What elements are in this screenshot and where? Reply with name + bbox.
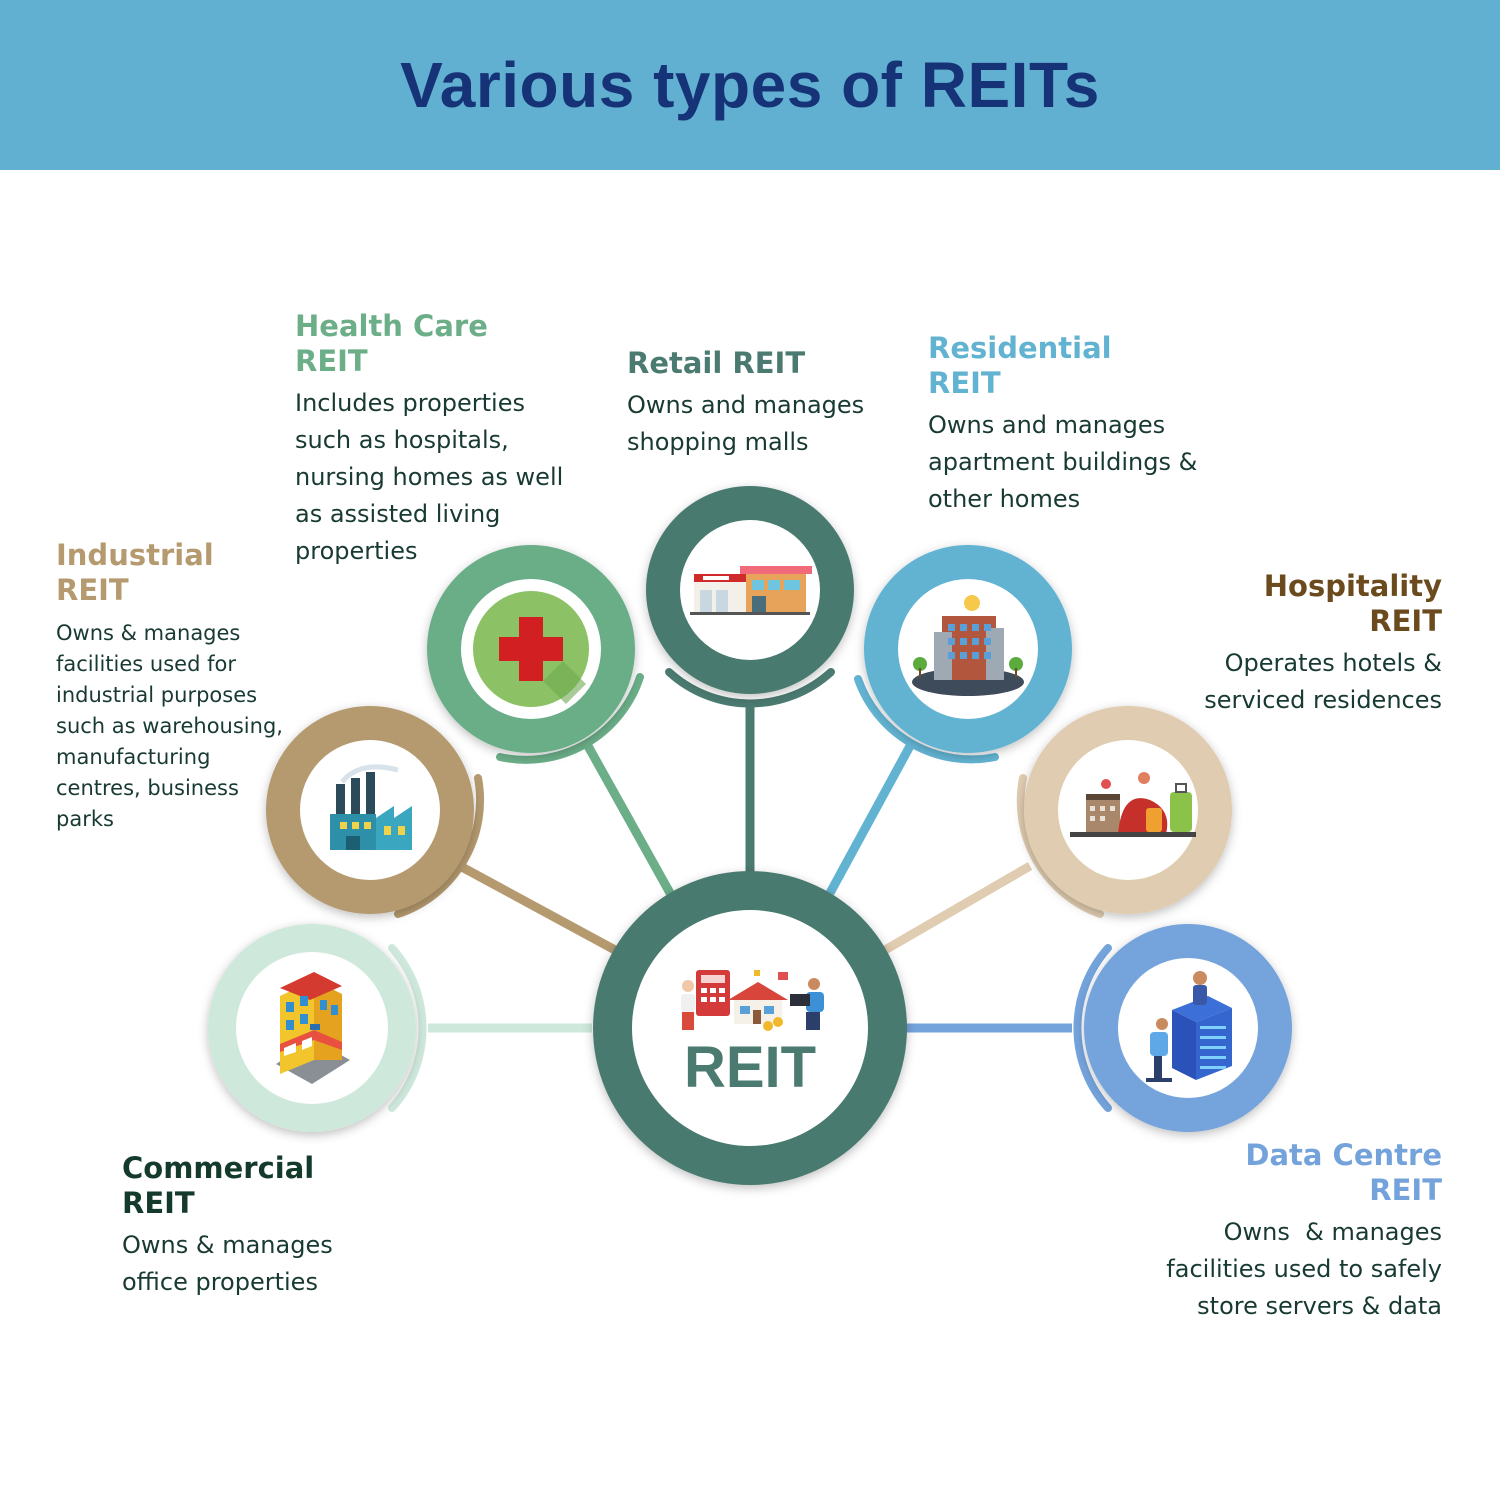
datacentre-desc: Owns & manages facilities used to safely… [1112, 1214, 1442, 1325]
commercial-title: Commercial REIT [122, 1151, 402, 1221]
arc-health [496, 673, 644, 764]
retail-title-line1: Retail REIT [627, 346, 806, 380]
page-title: Various types of REITs [400, 49, 1100, 121]
factory-icon [330, 764, 412, 850]
hospitality-title: Hospitality REIT [1140, 569, 1442, 639]
arc-datacentre [1073, 944, 1112, 1112]
desc-line: such as hospitals, [295, 426, 509, 454]
hospitality-title-line2: REIT [1369, 604, 1442, 638]
retail-desc: Owns and manages shopping malls [627, 387, 897, 461]
retail-title: Retail REIT [627, 346, 897, 381]
medical-cross-icon [473, 591, 589, 707]
header-banner: Various types of REITs [0, 0, 1500, 170]
commercial-title-line2: REIT [122, 1186, 195, 1220]
desc-line: facilities used for [56, 652, 236, 676]
industrial-title-line2: REIT [56, 573, 129, 607]
reit-people-house-icon [681, 970, 824, 1031]
residential-desc: Owns and manages apartment buildings & o… [928, 407, 1228, 518]
residential-title-line1: Residential [928, 331, 1112, 365]
desc-line: centres, business [56, 776, 239, 800]
health-title-line2: REIT [295, 344, 368, 378]
hospitality-title-line1: Hospitality [1263, 569, 1442, 603]
desc-line: such as warehousing, [56, 714, 283, 738]
residential-title-line2: REIT [928, 366, 1001, 400]
connector-residential [826, 743, 914, 896]
datacentre-title: Data Centre REIT [1112, 1138, 1442, 1208]
residential-title: Residential REIT [928, 331, 1228, 401]
desc-line: parks [56, 807, 114, 831]
arc-residential [854, 675, 999, 764]
hotel-luggage-icon [1070, 772, 1196, 837]
block-health: Health Care REIT Includes properties suc… [295, 309, 595, 570]
arc-retail [665, 668, 835, 708]
desc-line: Includes properties [295, 389, 525, 417]
arc-hospitality [1016, 774, 1104, 918]
commercial-desc: Owns & manages office properties [122, 1227, 402, 1301]
block-retail: Retail REIT Owns and manages shopping ma… [627, 346, 897, 461]
desc-line: manufacturing [56, 745, 211, 769]
desc-line: industrial purposes [56, 683, 258, 707]
block-commercial: Commercial REIT Owns & manages office pr… [122, 1151, 402, 1301]
desc-line: serviced residences [1204, 686, 1442, 714]
desc-line: as assisted living [295, 500, 501, 528]
connector-hospitality [882, 862, 1033, 954]
arc-commercial [388, 944, 427, 1112]
hospitality-desc: Operates hotels & serviced residences [1140, 645, 1442, 719]
desc-line: properties [295, 537, 418, 565]
desc-line: office properties [122, 1268, 318, 1296]
desc-line: apartment buildings & [928, 448, 1198, 476]
industrial-title-line1: Industrial [56, 538, 214, 572]
desc-line: Owns & manages [122, 1231, 333, 1259]
center-label: REIT [684, 1035, 816, 1100]
industrial-title: Industrial REIT [56, 538, 296, 608]
commercial-title-line1: Commercial [122, 1151, 315, 1185]
datacentre-title-line1: Data Centre [1245, 1138, 1442, 1172]
office-shop-icon [276, 972, 350, 1084]
desc-line: shopping malls [627, 428, 809, 456]
desc-line: Owns & manages [1223, 1218, 1442, 1246]
shopping-mall-icon [690, 566, 812, 615]
block-residential: Residential REIT Owns and manages apartm… [928, 331, 1228, 518]
arc-industrial [394, 774, 484, 918]
desc-line: Operates hotels & [1224, 649, 1442, 677]
desc-line: other homes [928, 485, 1081, 513]
desc-line: Owns and manages [928, 411, 1166, 439]
desc-line: Owns & manages [56, 621, 241, 645]
node-center [593, 871, 907, 1185]
block-industrial: Industrial REIT Owns & manages facilitie… [56, 538, 296, 835]
block-datacentre: Data Centre REIT Owns & manages faciliti… [1112, 1138, 1442, 1325]
apartment-building-icon [912, 595, 1024, 696]
block-hospitality: Hospitality REIT Operates hotels & servi… [1140, 569, 1442, 719]
datacentre-title-line2: REIT [1369, 1173, 1442, 1207]
desc-line: store servers & data [1197, 1292, 1442, 1320]
health-title-line1: Health Care [295, 309, 488, 343]
desc-line: nursing homes as well [295, 463, 564, 491]
connector-health [584, 743, 674, 896]
desc-line: facilities used to safely [1166, 1255, 1442, 1283]
connector-industrial [457, 862, 618, 954]
desc-line: Owns and manages [627, 391, 865, 419]
server-rack-icon [1146, 971, 1232, 1082]
health-title: Health Care REIT [295, 309, 595, 379]
industrial-desc: Owns & manages facilities used for indus… [56, 618, 296, 835]
health-desc: Includes properties such as hospitals, n… [295, 385, 595, 570]
